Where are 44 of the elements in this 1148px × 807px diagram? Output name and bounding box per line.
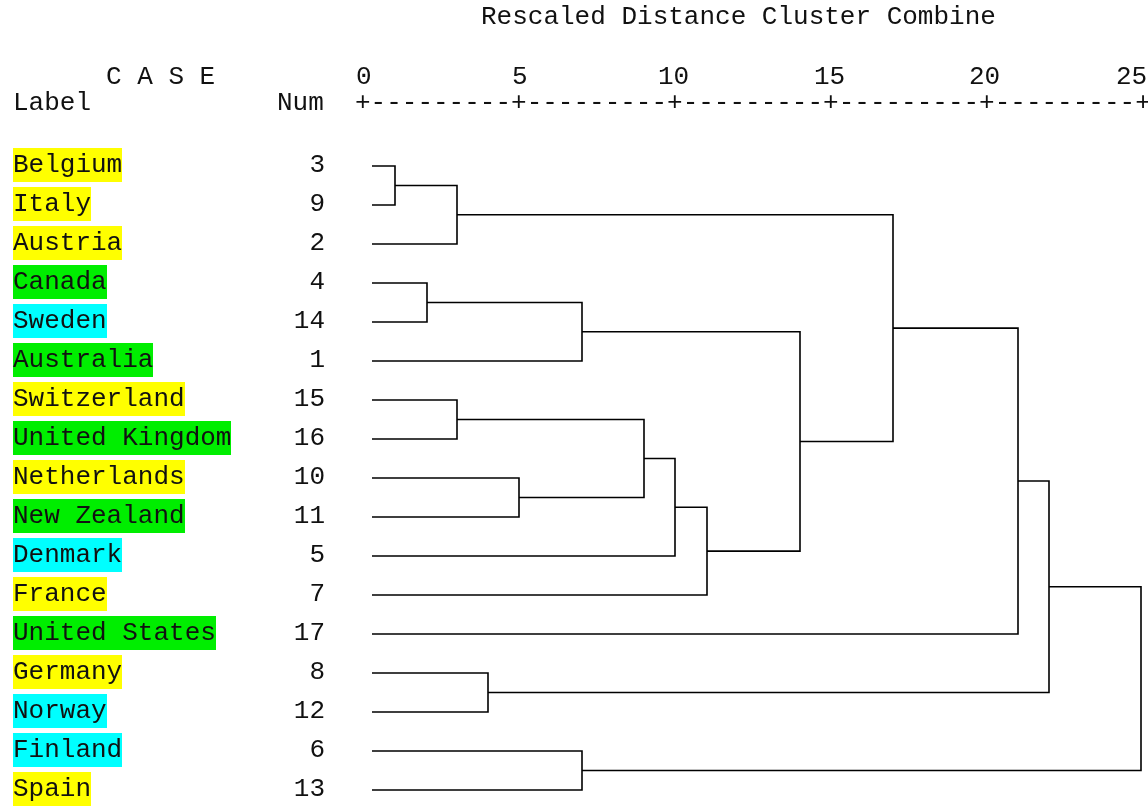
case-number: 9 xyxy=(308,188,325,221)
axis-tick-label: 25 xyxy=(1116,62,1148,92)
case-label: Finland xyxy=(13,733,123,767)
case-label: Norway xyxy=(13,694,107,728)
case-label: Canada xyxy=(13,265,107,299)
axis-tick-label: 0 xyxy=(356,62,372,92)
case-number: 6 xyxy=(308,734,325,767)
case-number: 17 xyxy=(292,617,325,650)
case-number: 2 xyxy=(308,227,325,260)
case-label: United States xyxy=(13,616,216,650)
axis-tick-label: 5 xyxy=(512,62,528,92)
case-label: New Zealand xyxy=(13,499,185,533)
case-number: 16 xyxy=(292,422,325,455)
case-number: 1 xyxy=(308,344,325,377)
case-number: 5 xyxy=(308,539,325,572)
case-label: Netherlands xyxy=(13,460,185,494)
case-label: Belgium xyxy=(13,148,123,182)
case-number: 4 xyxy=(308,266,325,299)
case-number: 12 xyxy=(292,695,325,728)
case-number: 3 xyxy=(308,149,325,182)
case-number: 7 xyxy=(308,578,325,611)
case-label: Italy xyxy=(13,187,91,221)
case-label: France xyxy=(13,577,107,611)
column-header: Label xyxy=(13,88,91,118)
column-header: Num xyxy=(277,88,324,118)
case-label: Australia xyxy=(13,343,154,377)
case-label: Denmark xyxy=(13,538,123,572)
case-label: Sweden xyxy=(13,304,107,338)
case-number: 14 xyxy=(292,305,325,338)
case-number: 8 xyxy=(308,656,325,689)
axis-tick-label: 20 xyxy=(969,62,1001,92)
case-label: United Kingdom xyxy=(13,421,232,455)
case-number: 10 xyxy=(292,461,325,494)
case-number: 13 xyxy=(292,773,325,806)
case-label: Switzerland xyxy=(13,382,185,416)
case-number: 11 xyxy=(292,500,325,533)
axis-tick-label: 10 xyxy=(658,62,690,92)
case-label: Spain xyxy=(13,772,91,806)
case-label: Germany xyxy=(13,655,123,689)
axis-tick-label: 15 xyxy=(814,62,846,92)
chart-title: Rescaled Distance Cluster Combine xyxy=(481,2,996,32)
column-header: C A S E xyxy=(106,62,216,92)
case-number: 15 xyxy=(292,383,325,416)
case-label: Austria xyxy=(13,226,123,260)
